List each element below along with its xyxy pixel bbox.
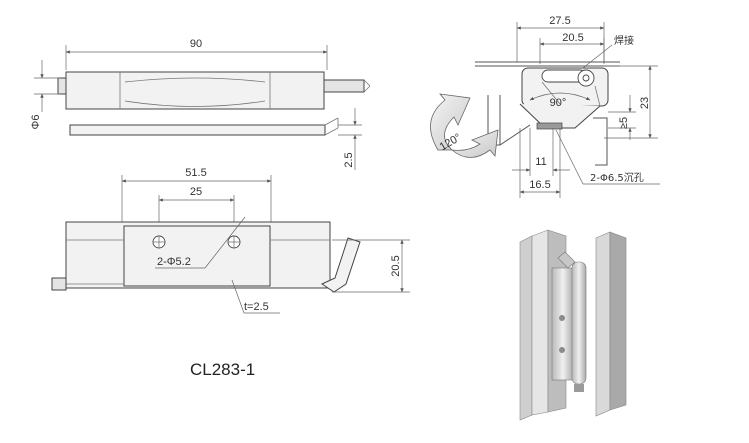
photo-hinge-knuckle [571, 261, 587, 385]
weld-label: 焊接 [614, 34, 634, 47]
dim-hole-spacing-label: 25 [190, 186, 202, 198]
hinge-leaf-plate [123, 225, 271, 287]
rotation-arrow-icon [430, 93, 471, 151]
top-view: 90 Φ6 2.5 [30, 38, 371, 170]
countersink-block [536, 122, 563, 130]
model-code: CL283-1 [190, 360, 255, 379]
pin-end-right [323, 79, 365, 93]
section-view: 27.5 20.5 焊接 90° 120° [430, 15, 660, 198]
photo-hinge-leaf [551, 267, 575, 381]
angle-label: 90° [550, 97, 567, 109]
photo-pin-handle [557, 251, 576, 269]
dim-height-right-label: 23 [639, 97, 651, 109]
pin-left-stub [51, 277, 67, 291]
hole-callout-label: 2-Φ5.2 [157, 256, 191, 268]
dim-width-inner-label: 20.5 [562, 32, 583, 44]
thickness-callout-label: t=2.5 [244, 301, 269, 313]
front-view: 51.5 25 2-Φ5.2 20.5 t=2.5 [51, 167, 410, 314]
dim-offset-large-label: 16.5 [529, 179, 550, 191]
hinge-knuckle-body [65, 71, 325, 110]
dim-length-label: 90 [190, 38, 202, 50]
dim-hole-span-label: 51.5 [185, 167, 206, 179]
frame-right-profile [593, 117, 608, 166]
dim-plate-thickness-label: 2.5 [343, 152, 355, 167]
pin-end-left [57, 77, 67, 95]
dim-offset-small-label: 11 [535, 156, 546, 168]
hinge-base-plate [69, 124, 326, 136]
dim-height-label: 20.5 [390, 255, 402, 276]
dim-pin-diameter-label: Φ6 [30, 115, 42, 130]
hinge-photo [513, 229, 646, 421]
dim-width-total-label: 27.5 [549, 15, 570, 27]
countersink-callout-label: 2-Φ6.5沉孔 [590, 171, 644, 184]
dim-gap-label: ≥5 [618, 117, 630, 129]
